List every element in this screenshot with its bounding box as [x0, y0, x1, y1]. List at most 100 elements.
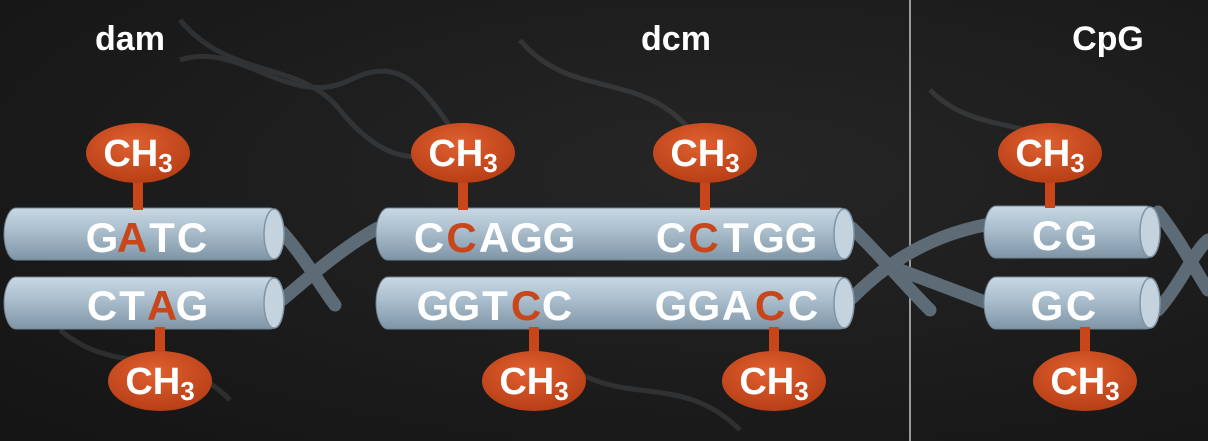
section-header-dcm: dcm — [641, 20, 711, 58]
dna-strand-cpg-bottom — [983, 276, 1161, 330]
base-letter: G — [176, 282, 209, 329]
base-letter: G — [688, 282, 721, 329]
base-letter: G — [543, 214, 576, 261]
dna-strand-cpg-top — [983, 205, 1161, 259]
methyl-label: CH3 — [499, 361, 568, 406]
methyl-group-cpg-top: CH3 — [998, 123, 1102, 208]
base-letter: C — [87, 282, 117, 329]
methyl-label: CH3 — [125, 361, 194, 406]
methylated-base: A — [117, 214, 147, 261]
methyl-group-dcm2-bottom: CH3 — [722, 327, 826, 411]
methyl-group-dcm1-top: CH3 — [411, 123, 515, 210]
methyl-label-main: CH — [499, 361, 554, 403]
methylated-base: C — [511, 282, 541, 329]
base-letter: G — [752, 214, 785, 261]
base-letter: C — [788, 282, 818, 329]
strand-end-cap-dcm-top — [833, 208, 855, 260]
methyl-label-main: CH — [1050, 361, 1105, 403]
methyl-stem — [133, 177, 143, 210]
base-letter: T — [119, 282, 145, 329]
methyl-label-subscript: 3 — [158, 148, 172, 178]
base-letter: A — [722, 282, 752, 329]
helix-connector-left — [275, 221, 385, 312]
dna-strand-dcm-bottom — [375, 276, 855, 330]
base-letter: G — [1031, 282, 1064, 329]
methyl-label: CH3 — [739, 361, 808, 406]
methylated-base: C — [688, 214, 718, 261]
methyl-label-main: CH — [103, 133, 158, 175]
base-letter: G — [1065, 212, 1098, 259]
methyl-label: CH3 — [1015, 133, 1084, 178]
base-letter: T — [482, 282, 508, 329]
dna-strand-dam-top — [3, 207, 285, 261]
base-letter: G — [86, 214, 119, 261]
methyl-label-main: CH — [670, 133, 725, 175]
strand-end-cap-dam-bottom — [263, 277, 285, 329]
methyl-stem — [700, 177, 710, 210]
methyl-group-dcm1-bottom: CH3 — [482, 327, 586, 411]
methyl-label-subscript: 3 — [725, 148, 739, 178]
methyl-label: CH3 — [103, 133, 172, 178]
methyl-stem — [458, 177, 468, 210]
methylated-base: C — [446, 214, 476, 261]
methyl-bubble — [1033, 351, 1137, 411]
strand-end-cap-dam-top — [263, 208, 285, 260]
base-letter: C — [414, 214, 444, 261]
methyl-bubble — [86, 123, 190, 183]
methyl-label-main: CH — [125, 361, 180, 403]
methyl-bubble — [722, 351, 826, 411]
methyl-group-dam-bottom: CH3 — [108, 327, 212, 411]
base-letter: C — [656, 214, 686, 261]
methyl-label-subscript: 3 — [1070, 148, 1084, 178]
strand-end-cap-dcm-bottom — [833, 277, 855, 329]
base-letter: C — [177, 214, 207, 261]
section-header-cpg: CpG — [1072, 20, 1144, 58]
dna-strand-dam-bottom — [3, 276, 285, 330]
base-letter: G — [448, 282, 481, 329]
dna-strand-dcm-top — [375, 207, 855, 261]
methyl-label: CH3 — [670, 133, 739, 178]
helix-connector-right — [1151, 205, 1208, 317]
base-letter: G — [785, 214, 818, 261]
base-letter: A — [479, 214, 509, 261]
methyl-stem — [1045, 177, 1055, 208]
base-letter: C — [1066, 282, 1096, 329]
methyl-label-subscript: 3 — [1105, 376, 1119, 406]
methyl-label-subscript: 3 — [554, 376, 568, 406]
methyl-label-main: CH — [739, 361, 794, 403]
methylated-base: C — [755, 282, 785, 329]
base-letter: C — [542, 282, 572, 329]
methyl-bubble — [482, 351, 586, 411]
methyl-label: CH3 — [1050, 361, 1119, 406]
section-header-dam: dam — [95, 20, 165, 58]
strand-end-cap-cpg-bottom — [1139, 277, 1161, 329]
methyl-stem — [1080, 327, 1090, 357]
methyl-label: CH3 — [428, 133, 497, 178]
base-letter: G — [417, 282, 450, 329]
strand-end-cap-cpg-top — [1139, 206, 1161, 258]
methyl-label-subscript: 3 — [483, 148, 497, 178]
methyl-bubble — [108, 351, 212, 411]
base-letter: G — [510, 214, 543, 261]
methyl-label-main: CH — [1015, 133, 1070, 175]
methyl-stem — [155, 327, 165, 357]
methyl-label-main: CH — [428, 133, 483, 175]
base-letter: C — [1032, 212, 1062, 259]
methylated-base: A — [147, 282, 177, 329]
methyl-stem — [769, 327, 779, 357]
methyl-bubble — [653, 123, 757, 183]
methyl-group-dcm2-top: CH3 — [653, 123, 757, 210]
base-letter: T — [149, 214, 175, 261]
base-letter: T — [723, 214, 749, 261]
helix-connector-middle — [845, 218, 992, 317]
methyl-group-cpg-bottom: CH3 — [1033, 327, 1137, 411]
